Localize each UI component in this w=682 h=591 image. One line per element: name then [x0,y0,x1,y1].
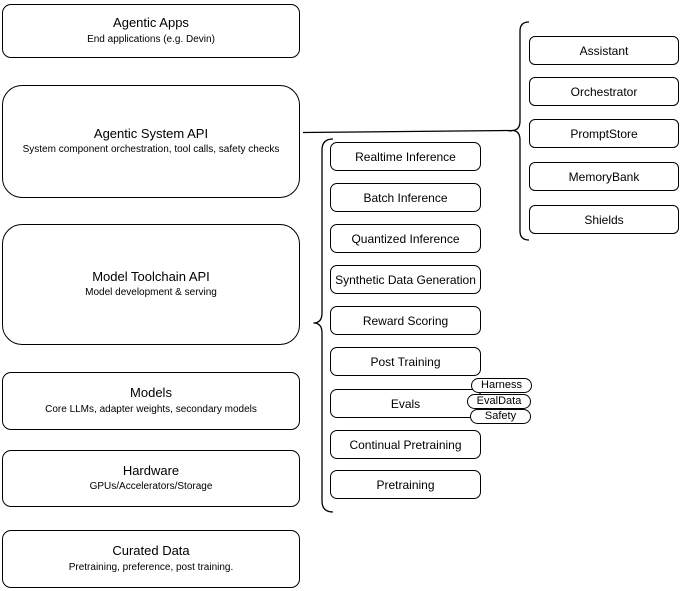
node-model-toolchain-api: Model Toolchain API Model development & … [2,224,300,345]
node-batch-inference: Batch Inference [330,183,481,212]
api-to-components-connector-line [302,129,513,134]
node-realtime-inference: Realtime Inference [330,142,481,171]
node-curated-data: Curated Data Pretraining, preference, po… [2,530,300,588]
middle-column-brace [313,138,334,513]
node-title: Agentic System API [93,125,209,141]
node-post-training: Post Training [330,347,481,376]
node-models: Models Core LLMs, adapter weights, secon… [2,372,300,430]
node-continual-pretraining: Continual Pretraining [330,430,481,459]
node-quantized-inference: Quantized Inference [330,224,481,253]
node-subtitle: GPUs/Accelerators/Storage [89,481,213,493]
node-subtitle: Core LLMs, adapter weights, secondary mo… [45,403,257,415]
node-agentic-apps: Agentic Apps End applications (e.g. Devi… [2,4,300,58]
node-title: Curated Data [112,543,190,559]
node-orchestrator: Orchestrator [529,77,679,106]
node-promptstore: PromptStore [529,119,679,148]
node-evals: Evals [330,389,481,418]
node-title: Agentic Apps [113,15,189,31]
tag-evaldata: EvalData [467,394,531,409]
node-synthetic-data-generation: Synthetic Data Generation [330,265,481,294]
node-title: Hardware [122,462,180,478]
node-shields: Shields [529,205,679,234]
node-subtitle: System component orchestration, tool cal… [22,144,280,156]
tag-harness: Harness [471,378,532,393]
node-agentic-system-api: Agentic System API System component orch… [2,85,300,198]
node-pretraining: Pretraining [330,470,481,499]
tag-safety: Safety [470,409,531,424]
node-memorybank: MemoryBank [529,162,679,191]
node-hardware: Hardware GPUs/Accelerators/Storage [2,450,300,507]
right-column-brace [511,21,530,241]
node-title: Models [130,385,172,401]
node-subtitle: End applications (e.g. Devin) [87,33,215,45]
node-title: Model Toolchain API [92,268,210,284]
node-reward-scoring: Reward Scoring [330,306,481,335]
node-assistant: Assistant [529,36,679,65]
node-subtitle: Model development & serving [85,287,217,299]
node-subtitle: Pretraining, preference, post training. [68,561,234,573]
